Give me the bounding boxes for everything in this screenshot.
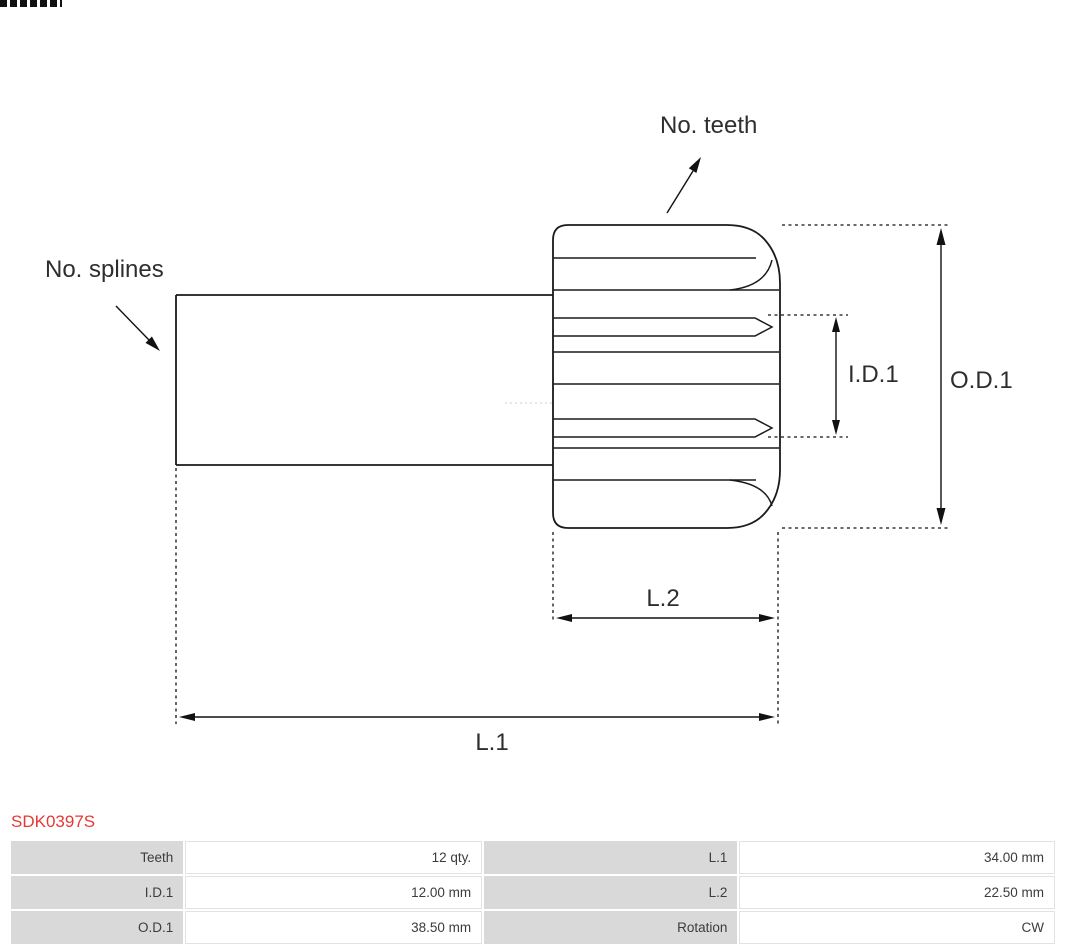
dimension-l1: L.1 <box>175 468 775 756</box>
spec-table-row: I.D.1 12.00 mm L.2 22.50 mm <box>11 876 1055 909</box>
l2-label: L.2 <box>646 585 679 612</box>
spec-table-row: Teeth 12 qty. L.1 34.00 mm <box>11 841 1055 874</box>
dimension-id1: I.D.1 <box>768 314 899 438</box>
gear-tooth-chevron <box>553 317 774 337</box>
spec-value-od1: 38.50 mm <box>185 911 483 944</box>
id1-label: I.D.1 <box>848 361 899 388</box>
spec-value-l2: 22.50 mm <box>739 876 1055 909</box>
spec-value-rotation: CW <box>739 911 1055 944</box>
spec-value-id1: 12.00 mm <box>185 876 483 909</box>
shaft-outline <box>175 294 575 466</box>
dimension-l2: L.2 <box>552 532 779 724</box>
l1-label: L.1 <box>475 729 508 756</box>
od1-label: O.D.1 <box>950 367 1013 394</box>
no-teeth-label: No. teeth <box>660 112 757 139</box>
spec-label-l2: L.2 <box>484 876 738 909</box>
product-code: SDK0397S <box>11 812 96 831</box>
spec-label-teeth: Teeth <box>11 841 184 874</box>
spec-label-rotation: Rotation <box>484 911 738 944</box>
no-splines-label: No. splines <box>45 256 164 283</box>
gear-tooth-arc <box>729 259 773 291</box>
logo-fragment <box>0 0 62 7</box>
pinion-technical-drawing: O.D.1 I.D.1 L.2 L.1 <box>45 112 1013 756</box>
pinion-drawing-svg: O.D.1 I.D.1 L.2 L.1 <box>45 112 1013 756</box>
spec-label-od1: O.D.1 <box>11 911 184 944</box>
spec-value-l1: 34.00 mm <box>739 841 1055 874</box>
dimension-od1: O.D.1 <box>782 224 1013 529</box>
spec-table-row: O.D.1 38.50 mm Rotation CW <box>11 911 1055 944</box>
spec-value-teeth: 12 qty. <box>185 841 483 874</box>
gear-tooth-chevron <box>553 418 774 438</box>
callout-no-splines: No. splines <box>45 256 164 351</box>
spec-label-l1: L.1 <box>484 841 738 874</box>
callout-no-teeth: No. teeth <box>660 112 757 214</box>
gear-outline <box>552 224 781 529</box>
spec-label-id1: I.D.1 <box>11 876 184 909</box>
spec-table: Teeth 12 qty. L.1 34.00 mm I.D.1 12.00 m… <box>9 839 1057 946</box>
gear-tooth-arc <box>729 479 773 507</box>
